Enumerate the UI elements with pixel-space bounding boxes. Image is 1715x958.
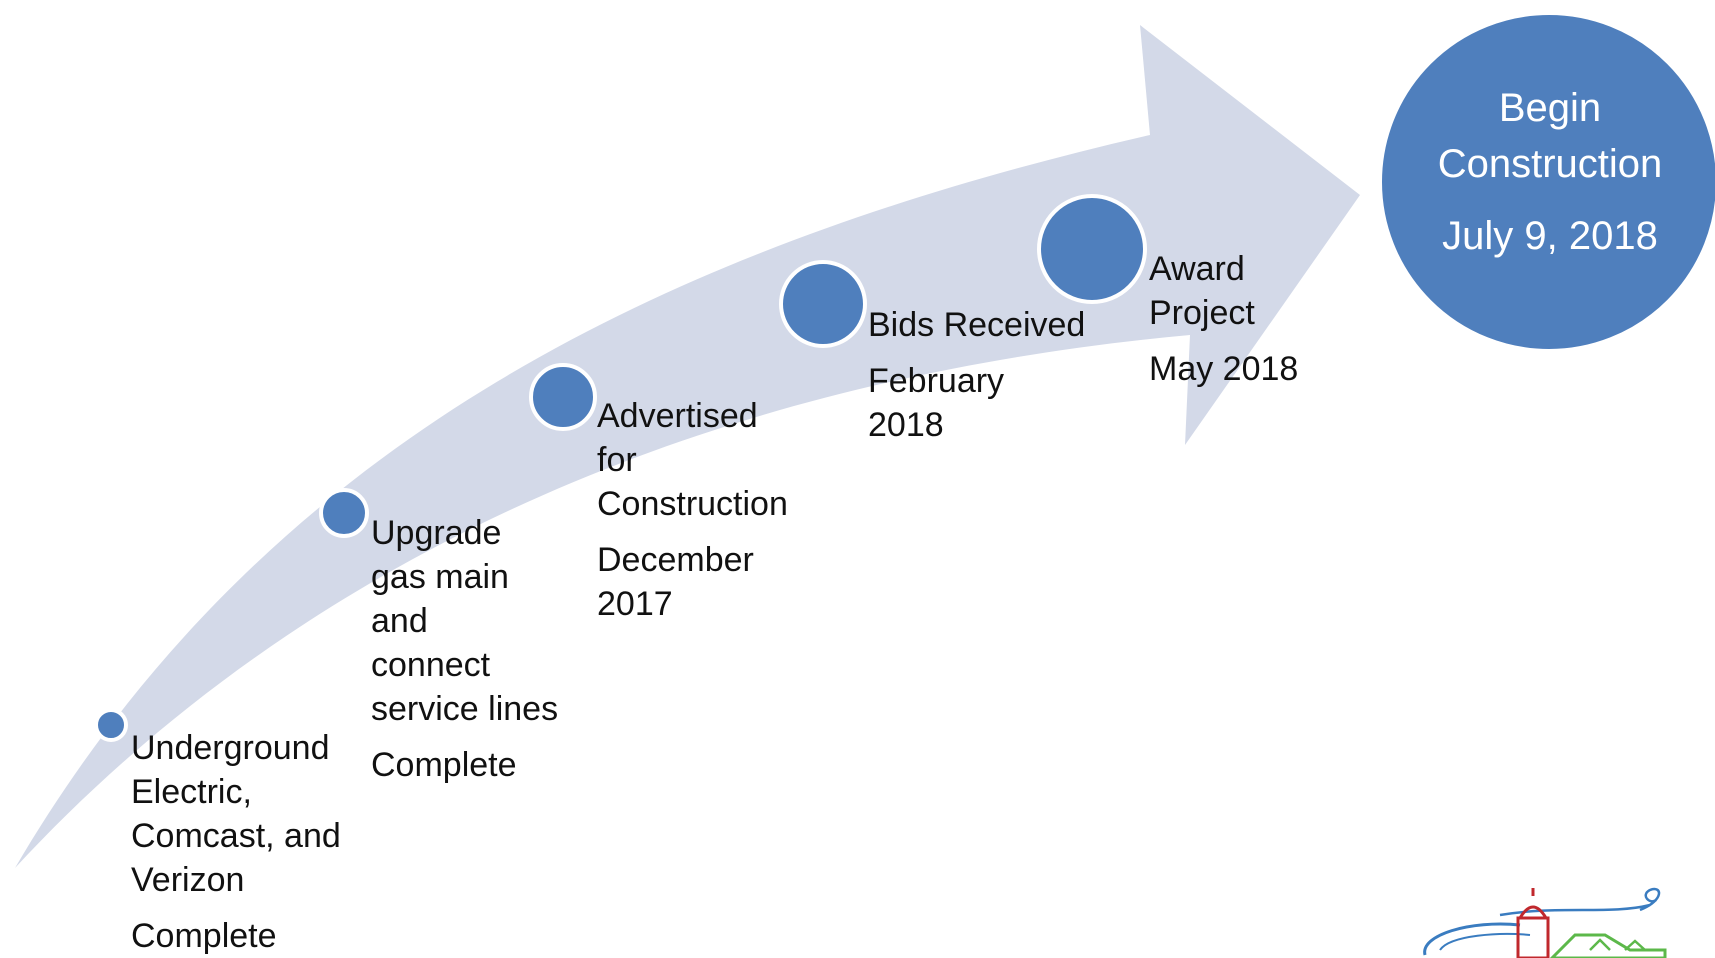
step-title-line: Project <box>1149 294 1255 332</box>
milestone-dot <box>779 260 867 348</box>
step-date-line: 2017 <box>597 585 673 623</box>
final-milestone-circle <box>1380 13 1715 351</box>
step-title-line: Upgrade <box>371 514 502 552</box>
milestone-dot <box>529 363 597 431</box>
step-award-project: Award Project May 2018 <box>1149 247 1298 391</box>
step-title-line: for <box>597 441 637 479</box>
step-advertised: Advertised for Construction December 201… <box>597 394 788 626</box>
milestone-markers <box>94 194 1147 742</box>
step-title-line: Award <box>1149 250 1245 288</box>
step-date: May 2018 <box>1149 350 1299 388</box>
step-date-line: 2018 <box>868 406 944 444</box>
final-title-line: Construction <box>1437 142 1663 186</box>
step-date: February 2018 <box>868 359 1085 447</box>
step-title-line: Verizon <box>131 861 245 899</box>
step-title-line: Construction <box>597 485 788 523</box>
step-date-line: December <box>597 541 754 579</box>
final-title-line: Begin <box>1498 86 1602 130</box>
step-title-line: and <box>371 602 428 640</box>
milestone-dot <box>1037 194 1147 304</box>
step-status: Complete <box>371 746 517 784</box>
milestone-dot <box>94 708 128 742</box>
final-date: July 9, 2018 <box>1442 214 1658 258</box>
step-title-line: Underground <box>131 729 330 767</box>
begin-construction: Begin Construction July 9, 2018 <box>1380 20 1715 345</box>
step-underground-utilities: Underground Electric, Comcast, and Veriz… <box>131 726 341 958</box>
step-status: Complete <box>131 917 277 955</box>
town-logo-icon <box>1423 887 1667 958</box>
step-title-line: Comcast, and <box>131 817 341 855</box>
step-bids-received: Bids Received February 2018 <box>868 303 1085 447</box>
step-gas-main-upgrade: Upgrade gas main and connect service lin… <box>371 511 558 787</box>
milestone-dot <box>319 488 369 538</box>
step-date-line: February <box>868 362 1005 400</box>
step-title-line: Advertised <box>597 397 758 435</box>
step-title-line: gas main <box>371 558 509 596</box>
step-date: December 2017 <box>597 538 788 626</box>
step-title-line: Bids Received <box>868 306 1086 344</box>
step-title-line: Electric, <box>131 773 252 811</box>
progress-arrow <box>15 25 1360 868</box>
step-title-line: connect <box>371 646 491 684</box>
step-title-line: service lines <box>371 690 559 728</box>
